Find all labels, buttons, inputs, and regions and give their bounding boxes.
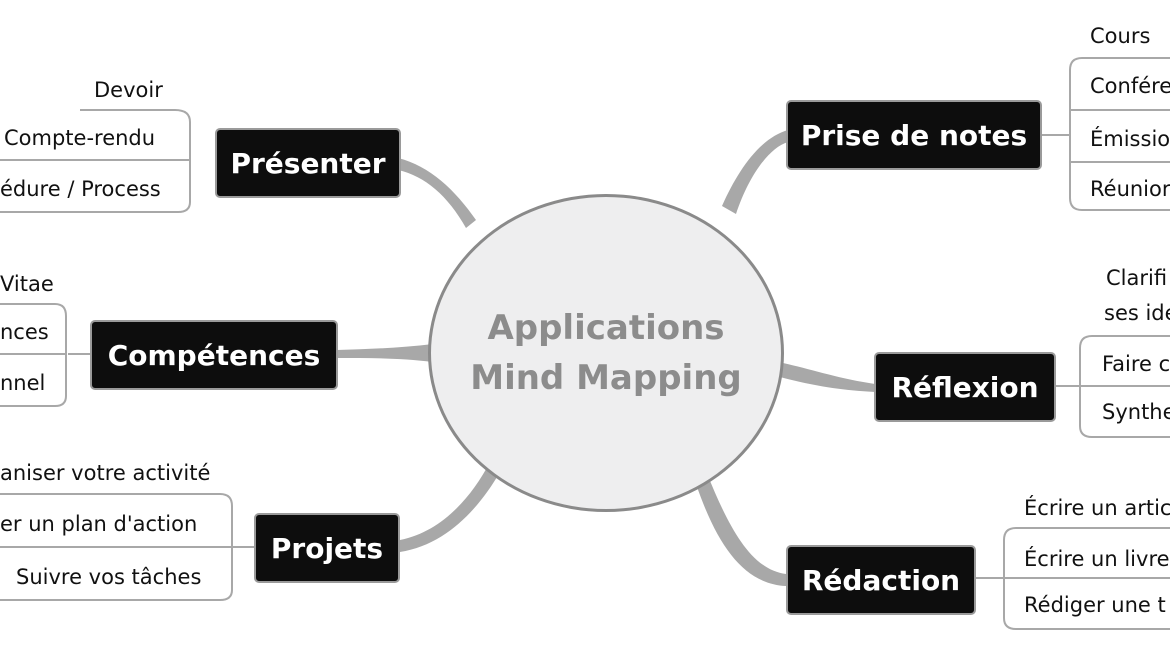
branch-reflexion[interactable]: Réflexion [874,352,1056,422]
leaf-suivre-taches[interactable]: Suivre vos tâches [16,565,202,589]
leaf-faire-carte[interactable]: Faire c [1102,352,1170,376]
connector-projets [400,462,500,552]
leaf-plan-action[interactable]: er un plan d'action [0,512,198,536]
leaf-organiser-activite[interactable]: aniser votre activité [0,461,211,485]
leaf-lines-redaction [976,527,1170,630]
leaf-ecrire-article[interactable]: Écrire un artic [1024,496,1170,520]
connector-presenter [398,158,476,228]
leaf-lines-reflexion [1056,335,1170,438]
connector-reflexion [776,362,875,392]
connector-competences [337,344,433,362]
leaf-emission[interactable]: Émissio [1090,127,1170,151]
central-topic-line2: Mind Mapping [470,358,742,398]
leaf-conference[interactable]: Confére [1090,74,1170,98]
leaf-lines-projets [0,493,255,601]
leaf-rediger[interactable]: Rédiger une t [1024,593,1166,617]
leaf-lines-competences [0,303,90,407]
connector-prise-de-notes [722,130,788,214]
leaf-devoir[interactable]: Devoir [94,78,163,102]
leaf-reunion[interactable]: Réunior [1090,177,1170,201]
leaf-compte-rendu[interactable]: Compte-rendu [4,126,156,150]
leaf-synthese[interactable]: Synthe [1102,400,1170,424]
central-topic[interactable]: Applications Mind Mapping [428,194,784,512]
leaf-procedure-process[interactable]: édure / Process [0,177,161,201]
leaf-ecrire-livre[interactable]: Écrire un livre [1024,547,1170,571]
leaf-professionnel[interactable]: nnel [0,371,46,395]
branch-presenter[interactable]: Présenter [215,128,401,198]
central-topic-line1: Applications [487,308,725,348]
leaf-clarifier[interactable]: Clarifi [1106,266,1168,290]
leaf-competences[interactable]: nces [0,320,49,344]
branch-competences[interactable]: Compétences [90,320,338,390]
leaf-lines-prise-de-notes [1042,57,1170,211]
branch-projets[interactable]: Projets [254,513,400,583]
leaf-ses-idees[interactable]: ses ide [1104,301,1170,325]
leaf-curriculum-vitae[interactable]: Vitae [0,272,54,296]
branch-redaction[interactable]: Rédaction [786,545,976,615]
leaf-cours[interactable]: Cours [1090,24,1151,48]
connector-redaction [696,476,786,586]
branch-prise-de-notes[interactable]: Prise de notes [786,100,1042,170]
